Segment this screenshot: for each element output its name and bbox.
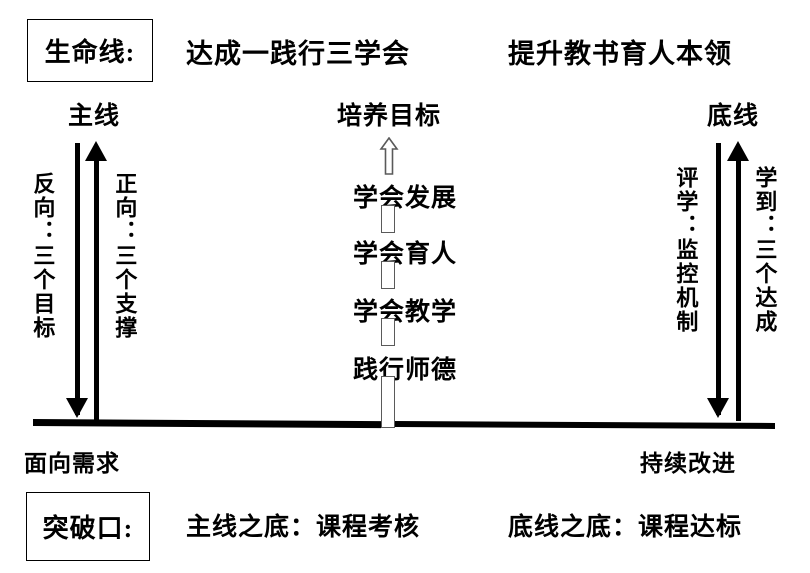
center-connector-1 — [381, 205, 395, 233]
center-connector-2 — [381, 261, 395, 289]
center-step-label-teach: 学会教学 — [352, 299, 457, 326]
center-step-label-educate: 学会育人 — [352, 241, 457, 268]
center-step-label-ethics: 践行师德 — [352, 357, 457, 384]
baseline-left-segment — [33, 419, 381, 429]
right-down-label: 评学：监控机制 — [673, 166, 699, 334]
column-header-cultivation-goal: 培养目标 — [337, 103, 442, 130]
bottom-annotation-demand: 面向需求 — [24, 451, 120, 476]
lifeline-box: 生命线: — [27, 19, 153, 82]
left-down-arrow-head — [66, 398, 88, 418]
lifeline-label: 生命线: — [44, 38, 136, 67]
center-step-label-develop: 学会发展 — [352, 185, 457, 212]
left-up-arrow-shaft — [94, 158, 99, 421]
baseline-right-segment — [395, 421, 775, 429]
left-up-arrow-head — [85, 141, 107, 161]
bottom-annotation-improve: 持续改进 — [640, 451, 736, 476]
left-down-label: 反向：三个目标 — [30, 172, 56, 340]
right-up-arrow-head — [727, 141, 749, 161]
center-hollow-up-arrow-icon — [378, 136, 400, 175]
breakthrough-box: 突破口: — [26, 492, 150, 561]
right-up-label: 学到：三个达成 — [752, 166, 778, 334]
banner-center: 达成一践行三学会 — [186, 39, 410, 69]
banner-right: 提升教书育人本领 — [508, 39, 732, 69]
column-header-main-line: 主线 — [68, 103, 121, 130]
right-up-arrow-shaft — [736, 158, 741, 421]
left-up-label: 正向：三个支撑 — [112, 172, 138, 340]
center-connector-4 — [381, 376, 395, 428]
right-down-arrow-head — [707, 398, 729, 418]
left-down-arrow-shaft — [75, 143, 80, 415]
breakthrough-label: 突破口: — [42, 514, 134, 543]
right-down-arrow-shaft — [716, 143, 721, 415]
center-connector-3 — [381, 318, 395, 346]
bottom-statement-bottom-line-base: 底线之底：课程达标 — [508, 514, 743, 541]
column-header-bottom-line: 底线 — [707, 103, 760, 130]
bottom-statement-main-line-base: 主线之底：课程考核 — [186, 514, 421, 541]
